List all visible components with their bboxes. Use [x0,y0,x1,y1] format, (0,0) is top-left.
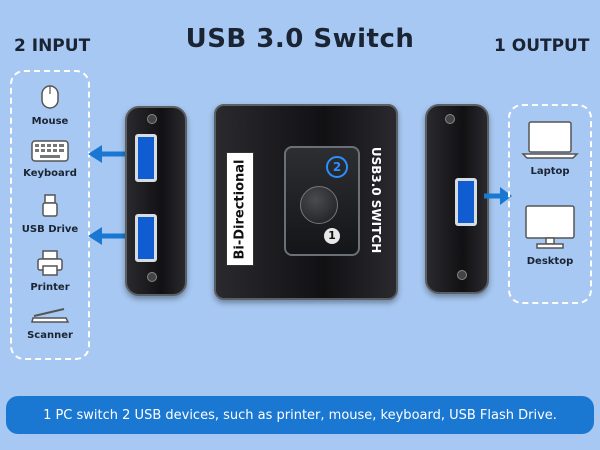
usb-output-port [455,178,477,226]
input-device-printer: Printer [12,250,88,293]
desktop-icon [525,205,575,249]
usb-port-2 [135,214,157,262]
screw-icon [445,114,455,124]
scanner-icon [31,308,70,323]
switch-panel: 2 1 [284,146,360,256]
arrow-left-icon [88,145,126,163]
usb-drive-icon [42,194,58,217]
arrow-right-icon [484,187,512,205]
bi-directional-label-box: Bi-Directional [226,152,254,266]
printer-icon [37,250,63,276]
screw-icon [457,270,467,280]
mouse-icon [41,85,59,109]
output-devices-panel: Laptop Desktop [508,104,592,304]
input-devices-panel: Mouse Keyboard USB Drive Printer [10,70,90,360]
output-device-label: Laptop [530,166,570,177]
input-port-module [125,106,187,296]
output-device-laptop: Laptop [510,120,590,177]
output-label: 1 OUTPUT [494,36,590,56]
input-device-label: USB Drive [21,224,79,235]
arrow-left-icon [88,227,126,245]
input-device-mouse: Mouse [12,84,88,127]
switch-button[interactable] [300,186,338,224]
switch-front-text-box: USB3.0 SWITCH [366,130,386,270]
output-port-module [425,104,489,294]
screw-icon [147,272,157,282]
input-device-label: Mouse [31,116,69,127]
keyboard-icon [31,140,69,162]
input-device-keyboard: Keyboard [12,140,88,179]
laptop-icon [521,121,579,159]
switch-front-text: USB3.0 SWITCH [369,146,384,254]
port-2-indicator: 2 [326,156,348,178]
description-banner: 1 PC switch 2 USB devices, such as print… [6,396,594,434]
input-device-label: Scanner [27,330,73,341]
switch-body: Bi-Directional 2 1 USB3.0 SWITCH [214,104,398,300]
input-device-label: Printer [30,282,70,293]
output-device-desktop: Desktop [510,204,590,267]
bi-directional-label: Bi-Directional [232,158,248,260]
page-title: USB 3.0 Switch [185,24,415,54]
input-device-label: Keyboard [23,168,77,179]
port-1-indicator: 1 [324,228,340,244]
input-arrows [88,145,126,245]
usb-port-1 [135,134,157,182]
output-device-label: Desktop [526,256,574,267]
input-device-usb-drive: USB Drive [12,194,88,235]
input-device-scanner: Scanner [12,306,88,341]
input-label: 2 INPUT [14,36,91,56]
screw-icon [147,114,157,124]
